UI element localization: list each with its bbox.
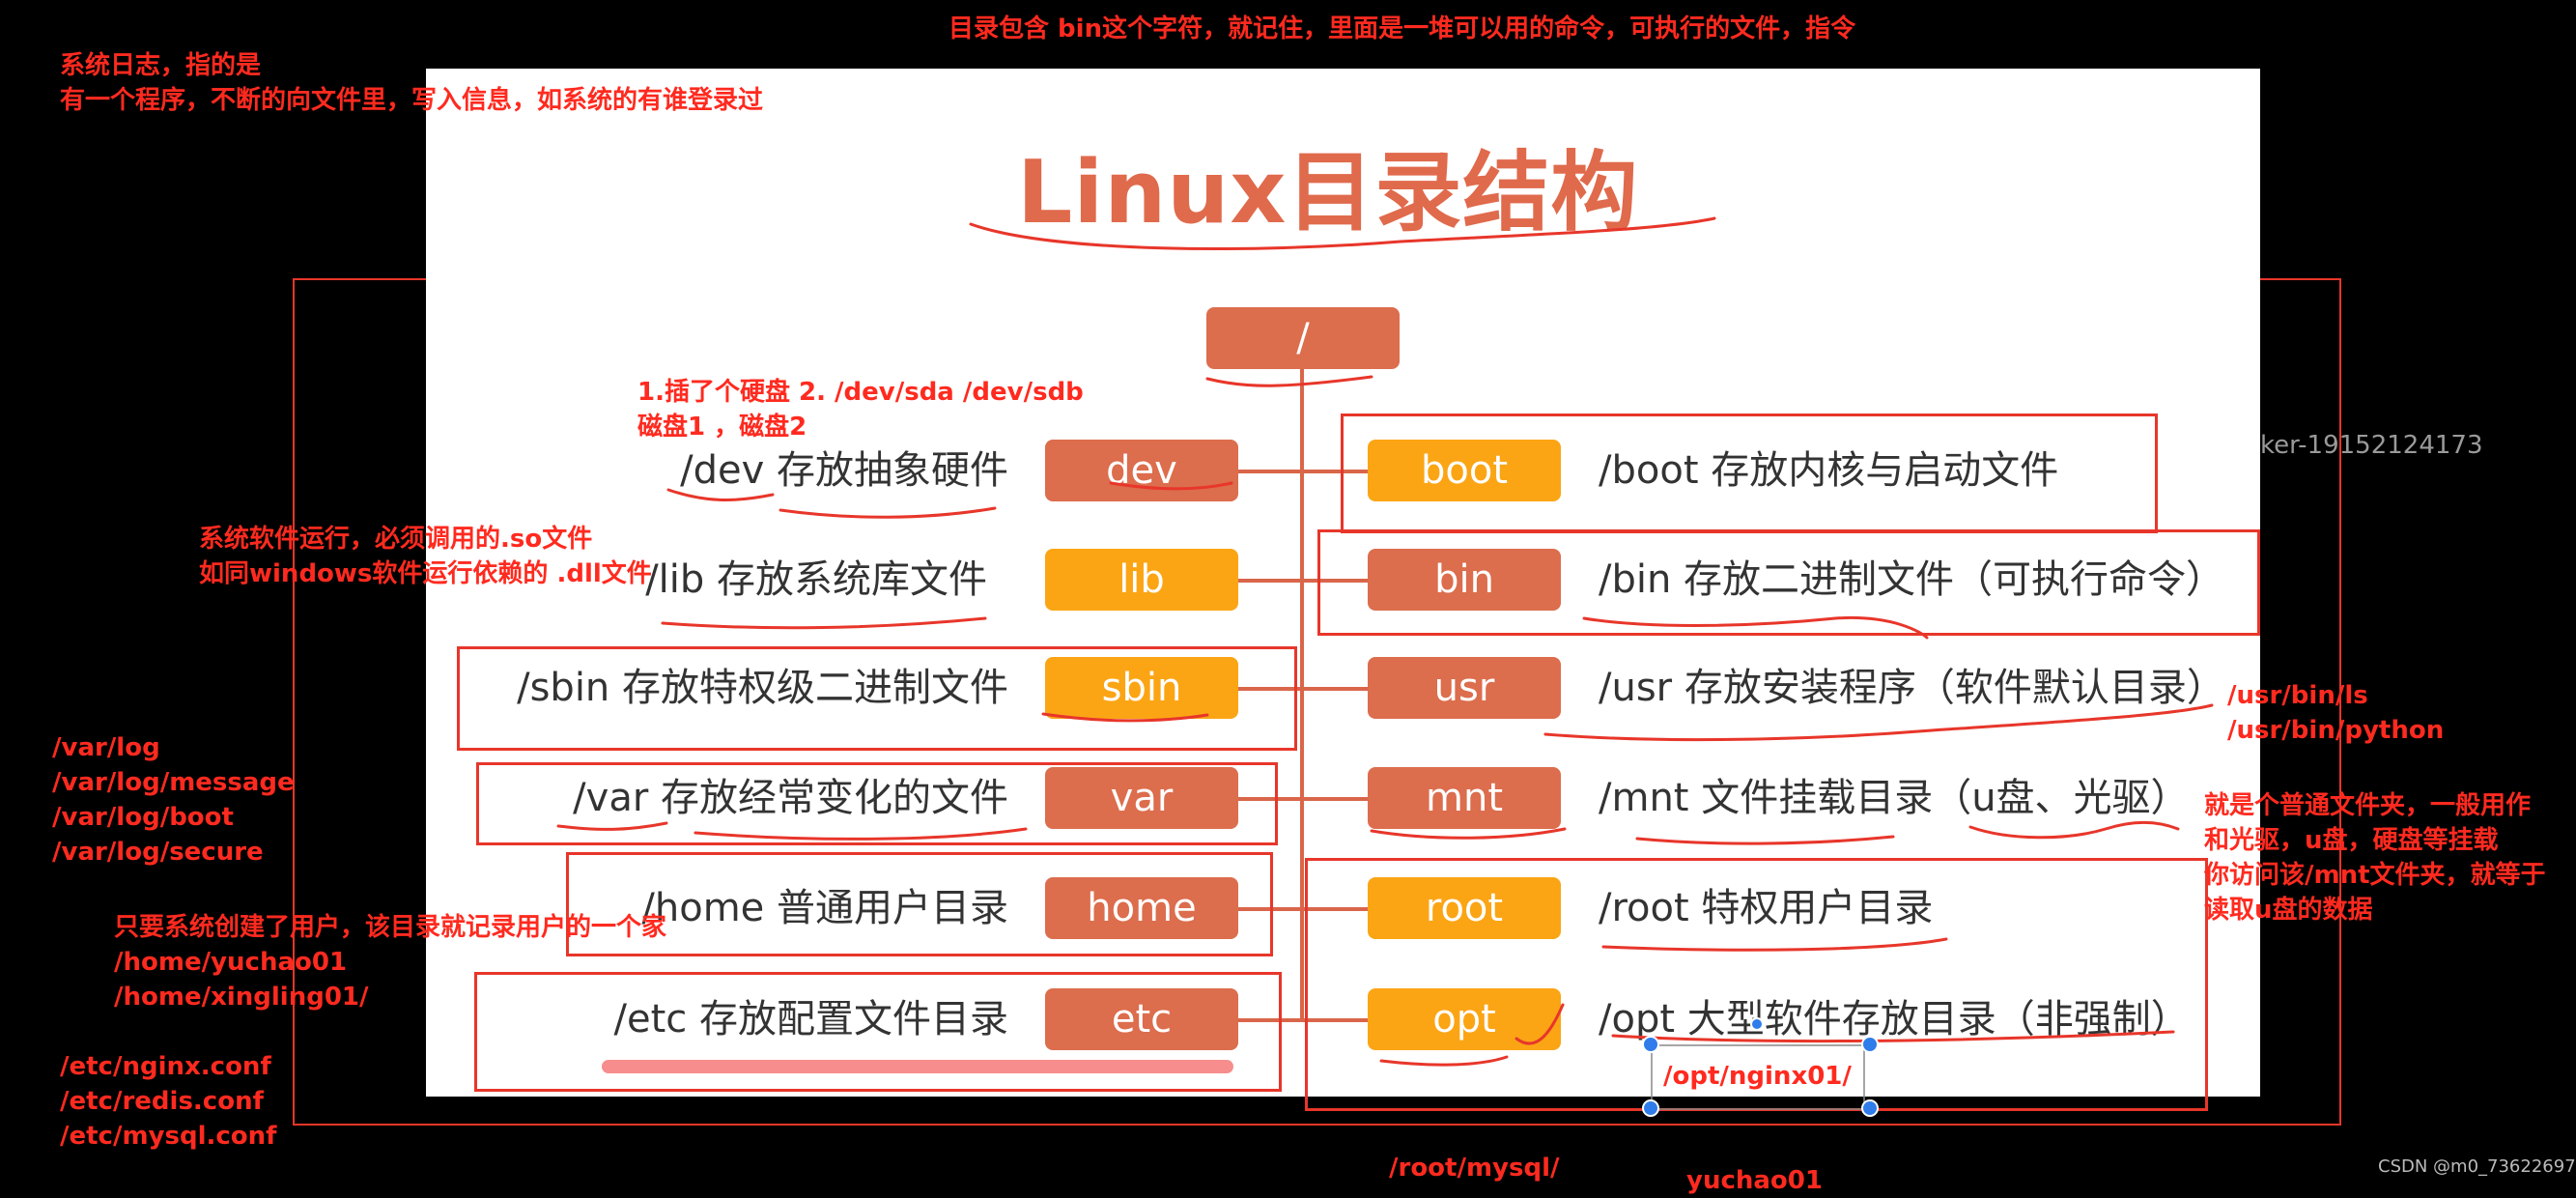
note-usr-line: /usr/bin/python: [2227, 716, 2445, 745]
connector-right-5: [1302, 1018, 1368, 1022]
frame-etc: [474, 972, 1282, 1092]
note-var-line: /var/log/boot: [52, 803, 234, 832]
node-boot: boot: [1368, 440, 1561, 501]
slide: [426, 69, 2260, 1097]
note-var-line: /var/log: [52, 733, 160, 762]
frame-home: [566, 852, 1273, 956]
note-lib-line: 系统软件运行，必须调用的.so文件: [199, 525, 593, 554]
node-var: var: [1045, 767, 1238, 829]
note-root-mysql: /root/mysql/: [1389, 1154, 1560, 1183]
note-usr: /usr/bin/ls /usr/bin/python: [2227, 678, 2444, 748]
desc-usr: /usr 存放安装程序（软件默认目录）: [1599, 666, 2225, 710]
node-etc-label: etc: [1111, 997, 1173, 1041]
node-mnt: mnt: [1368, 767, 1561, 829]
note-mnt-line: 读取u盘的数据: [2204, 896, 2373, 925]
note-log-line: 系统日志，指的是: [60, 51, 262, 80]
node-opt-label: opt: [1432, 997, 1496, 1041]
connector-left-0: [1238, 470, 1302, 473]
node-opt: opt: [1368, 988, 1561, 1050]
node-home-label: home: [1087, 886, 1197, 930]
node-bin: bin: [1368, 549, 1561, 611]
node-mnt-label: mnt: [1426, 776, 1503, 820]
node-sbin: sbin: [1045, 657, 1238, 719]
note-dev: 1.插了个硬盘 2. /dev/sda /dev/sdb 磁盘1 ，磁盘2: [637, 375, 1084, 444]
note-mnt: 就是个普通文件夹，一般用作 和光驱，u盘，硬盘等挂载 你访问该/mnt文件夹，就…: [2204, 788, 2546, 927]
note-etc-line: /etc/nginx.conf: [60, 1052, 271, 1081]
connector-right-2: [1302, 687, 1368, 691]
note-var-line: /var/log/secure: [52, 838, 264, 867]
desc-etc: /etc 存放配置文件目录: [613, 997, 1008, 1041]
note-etc: /etc/nginx.conf /etc/redis.conf /etc/mys…: [60, 1049, 276, 1154]
desc-home: /home 普通用户目录: [641, 886, 1008, 930]
selection-handle-rotate[interactable]: [1750, 1017, 1764, 1031]
selection-handle-br[interactable]: [1861, 1099, 1879, 1117]
connector-right-1: [1302, 579, 1368, 583]
note-log: 系统日志，指的是 有一个程序，不断的向文件里，写入信息，如系统的有谁登录过: [60, 48, 763, 118]
desc-sbin: /sbin 存放特权级二进制文件: [517, 666, 1008, 710]
connector-right-0: [1302, 470, 1368, 473]
frame-var: [476, 762, 1278, 845]
note-home-line: /home/yuchao01: [114, 948, 348, 977]
watermark: ker-19152124173: [2260, 431, 2483, 460]
selection-handle-tl[interactable]: [1642, 1036, 1659, 1053]
note-yuchao: yuchao01: [1686, 1166, 1823, 1195]
connector-right-3: [1302, 797, 1368, 801]
note-top: 目录包含 bin这个字符，就记住，里面是一堆可以用的命令，可执行的文件，指令: [948, 14, 1856, 43]
connector-right-4: [1302, 907, 1368, 911]
node-boot-label: boot: [1420, 448, 1509, 493]
note-var: /var/log /var/log/message /var/log/boot …: [52, 730, 295, 870]
page-title: Linux目录结构: [1017, 142, 1639, 243]
node-root-label: root: [1425, 886, 1504, 930]
note-mnt-line: 你访问该/mnt文件夹，就等于: [2204, 861, 2546, 890]
note-lib-line: 如同windows软件运行依赖的 .dll文件: [199, 559, 652, 588]
connector-left-3: [1238, 797, 1302, 801]
note-dev-line: 1.插了个硬盘 2. /dev/sda /dev/sdb: [637, 378, 1084, 407]
note-lib: 系统软件运行，必须调用的.so文件 如同windows软件运行依赖的 .dll文…: [199, 522, 652, 591]
desc-root: /root 特权用户目录: [1599, 886, 1934, 930]
note-etc-line: /etc/redis.conf: [60, 1087, 264, 1116]
node-var-label: var: [1110, 776, 1174, 820]
node-usr: usr: [1368, 657, 1561, 719]
desc-lib: /lib 存放系统库文件: [645, 557, 987, 602]
node-home: home: [1045, 877, 1238, 939]
tree-trunk: [1300, 369, 1304, 1021]
frame-bin: [1317, 529, 2260, 636]
node-lib-label: lib: [1118, 557, 1165, 602]
selection-handle-bl[interactable]: [1642, 1099, 1659, 1117]
note-var-line: /var/log/message: [52, 768, 295, 797]
connector-left-2: [1238, 687, 1302, 691]
note-mnt-line: 和光驱，u盘，硬盘等挂载: [2204, 826, 2499, 855]
note-home-line: /home/xingling01/: [114, 983, 369, 1012]
connector-left-1: [1238, 579, 1302, 583]
connector-left-5: [1238, 1018, 1302, 1022]
note-dev-line: 磁盘1 ，磁盘2: [637, 413, 807, 442]
node-lib: lib: [1045, 549, 1238, 611]
desc-dev: /dev 存放抽象硬件: [680, 448, 1008, 493]
node-bin-label: bin: [1434, 557, 1494, 602]
note-opt-path[interactable]: /opt/nginx01/: [1663, 1062, 1852, 1091]
desc-var: /var 存放经常变化的文件: [573, 776, 1008, 820]
root-node-label: /: [1296, 316, 1310, 360]
frame-sbin: [457, 646, 1297, 751]
selection-handle-tr[interactable]: [1861, 1036, 1879, 1053]
csdn-credit: CSDN @m0_73622697: [2378, 1156, 2576, 1177]
desc-mnt: /mnt 文件挂载目录（u盘、光驱）: [1599, 776, 2190, 820]
node-sbin-label: sbin: [1101, 666, 1182, 710]
note-log-line: 有一个程序，不断的向文件里，写入信息，如系统的有谁登录过: [60, 86, 764, 115]
note-etc-line: /etc/mysql.conf: [60, 1122, 277, 1151]
note-mnt-line: 就是个普通文件夹，一般用作: [2204, 791, 2532, 820]
note-home-line: 只要系统创建了用户，该目录就记录用户的一个家: [114, 913, 667, 942]
note-home: 只要系统创建了用户，该目录就记录用户的一个家 /home/yuchao01 /h…: [114, 910, 666, 1014]
desc-boot: /boot 存放内核与启动文件: [1599, 448, 2059, 493]
node-root: root: [1368, 877, 1561, 939]
note-usr-line: /usr/bin/ls: [2227, 681, 2368, 710]
node-usr-label: usr: [1433, 666, 1495, 710]
desc-bin: /bin 存放二进制文件（可执行命令）: [1599, 557, 2225, 602]
node-etc: etc: [1045, 988, 1238, 1050]
root-node: /: [1206, 307, 1400, 369]
